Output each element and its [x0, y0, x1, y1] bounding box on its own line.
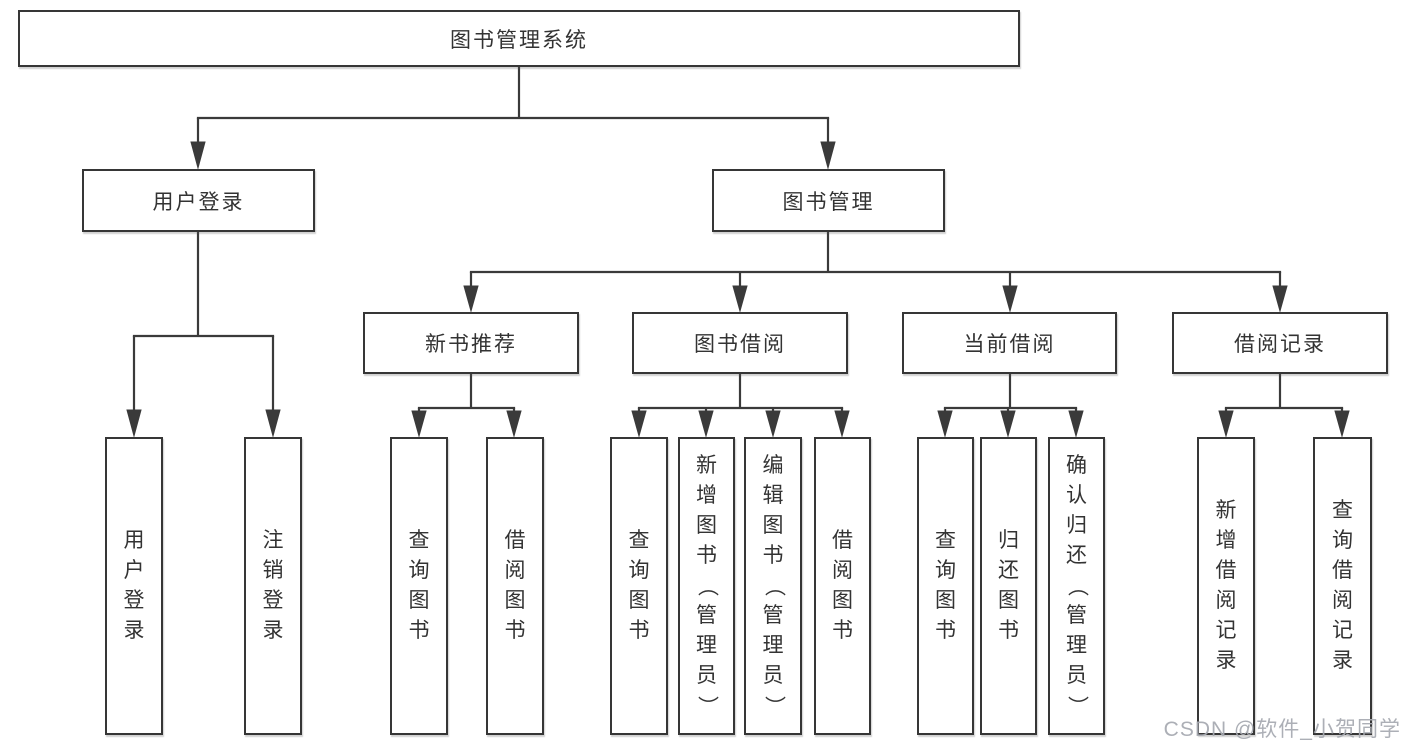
leaf-cb-query-books-label: 查询图书 [935, 529, 956, 642]
leaf-bb-query-books-label: 查询图书 [628, 529, 650, 642]
leaf-bb-borrow-books: 借阅图书 [814, 437, 871, 735]
connector-current-borrow-children [937, 373, 1084, 438]
leaf-cb-return-books-label: 归还图书 [998, 529, 1019, 642]
csdn-watermark: CSDN @软件_小贺同学 [1163, 718, 1401, 741]
connector-root-to-level2 [190, 67, 836, 170]
leaf-br-add-record: 新增借阅记录 [1197, 437, 1255, 735]
leaf-bb-add-books-admin: 新增图书（管理员） [678, 437, 735, 735]
leaf-nbr-query-books-label: 查询图书 [408, 529, 430, 642]
leaf-nbr-borrow-books-label: 借阅图书 [504, 529, 526, 642]
leaf-nbr-query-books: 查询图书 [390, 437, 448, 735]
node-book-borrow-label: 图书借阅 [694, 333, 786, 356]
node-current-borrow: 当前借阅 [902, 312, 1117, 374]
leaf-user-login: 用户登录 [105, 437, 163, 735]
leaf-cb-return-books: 归还图书 [980, 437, 1037, 735]
leaf-bb-edit-books-admin: 编辑图书（管理员） [744, 437, 802, 735]
node-new-book-rec-label: 新书推荐 [425, 333, 517, 356]
leaf-bb-add-books-admin-label: 新增图书（管理员） [695, 454, 719, 717]
leaf-bb-borrow-books-label: 借阅图书 [832, 529, 853, 642]
node-borrow-record: 借阅记录 [1172, 312, 1388, 374]
leaf-cb-confirm-return-admin: 确认归还（管理员） [1048, 437, 1105, 735]
connector-user-login-children [126, 232, 281, 438]
leaf-logout: 注销登录 [244, 437, 302, 735]
node-root-label: 图书管理系统 [450, 28, 588, 52]
node-current-borrow-label: 当前借阅 [963, 333, 1056, 356]
node-borrow-record-label: 借阅记录 [1234, 333, 1326, 356]
node-book-borrow: 图书借阅 [632, 312, 848, 374]
leaf-user-login-label: 用户登录 [123, 529, 145, 642]
node-root-system: 图书管理系统 [18, 10, 1020, 67]
leaf-nbr-borrow-books: 借阅图书 [486, 437, 544, 735]
leaf-br-add-record-label: 新增借阅记录 [1215, 499, 1237, 672]
connector-borrow-record-children [1218, 373, 1350, 438]
leaf-cb-confirm-return-admin-label: 确认归还（管理员） [1065, 454, 1089, 717]
connector-new-book-rec-children [411, 373, 522, 438]
leaf-br-query-record: 查询借阅记录 [1313, 437, 1372, 735]
leaf-logout-label: 注销登录 [262, 529, 284, 642]
node-new-book-rec: 新书推荐 [363, 312, 579, 374]
node-book-mgmt-branch: 图书管理 [712, 169, 945, 232]
leaf-cb-query-books: 查询图书 [917, 437, 974, 735]
node-user-login-label: 用户登录 [152, 190, 245, 214]
leaf-br-query-record-label: 查询借阅记录 [1332, 499, 1353, 672]
node-book-mgmt-label: 图书管理 [782, 190, 875, 214]
leaf-bb-edit-books-admin-label: 编辑图书（管理员） [762, 454, 785, 717]
leaf-bb-query-books: 查询图书 [610, 437, 668, 735]
connector-book-borrow-children [631, 373, 850, 438]
connector-book-mgmt-children [463, 232, 1288, 313]
node-user-login-branch: 用户登录 [82, 169, 315, 232]
